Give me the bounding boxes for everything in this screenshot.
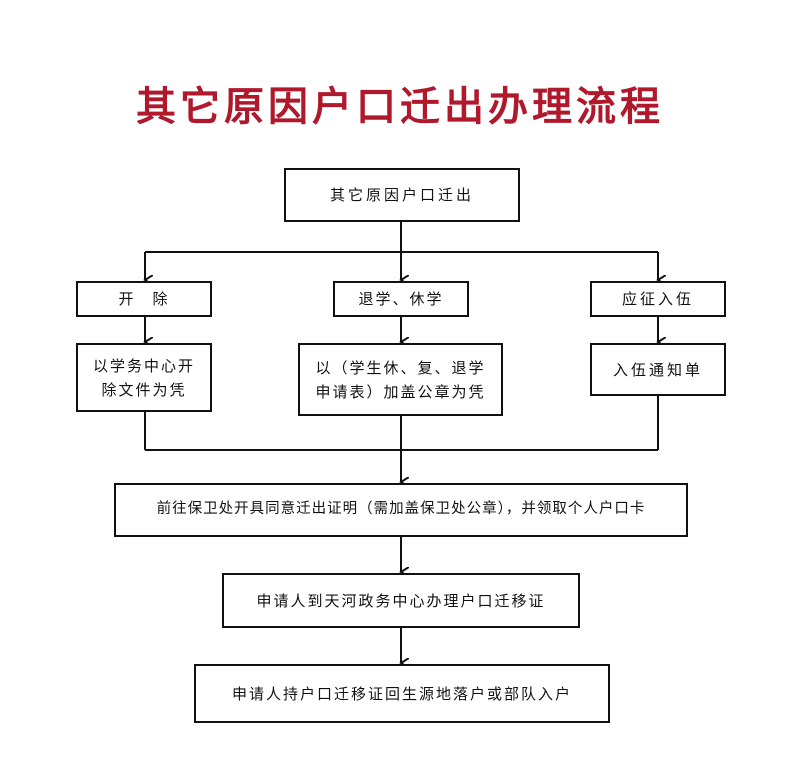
- box-doc-middle: 以（学生休、复、退学申请表）加盖公章为凭: [298, 343, 503, 416]
- box-branch-middle: 退学、休学: [333, 281, 469, 317]
- box-step-transfer: 申请人到天河政务中心办理户口迁移证: [222, 573, 580, 628]
- box-branch-left: 开 除: [76, 281, 212, 317]
- box-step-final: 申请人持户口迁移证回生源地落户或部队入户: [194, 664, 610, 723]
- box-doc-left: 以学务中心开除文件为凭: [76, 343, 212, 412]
- box-top: 其它原因户口迁出: [284, 168, 520, 222]
- box-step-security: 前往保卫处开具同意迁出证明（需加盖保卫处公章），并领取个人户口卡: [114, 483, 688, 537]
- box-branch-right: 应征入伍: [590, 281, 726, 317]
- page-title: 其它原因户口迁出办理流程: [136, 84, 664, 130]
- box-doc-right: 入伍通知单: [590, 343, 726, 396]
